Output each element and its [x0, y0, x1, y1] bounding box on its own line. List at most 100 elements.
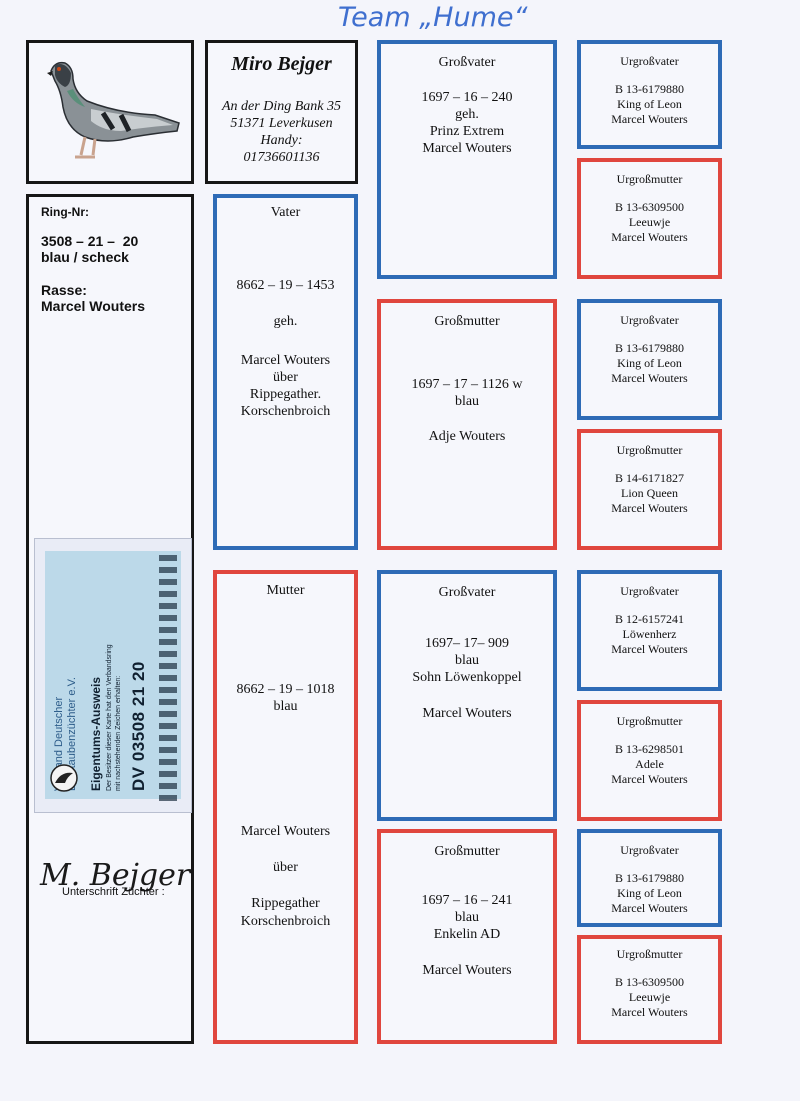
great-ring: B 13-6179880 [615, 341, 684, 355]
grandfather-paternal-title: Großvater [438, 55, 496, 70]
grandfather-maternal-box: Großvater 1697– 17– 909 blau Sohn Löwenk… [377, 570, 557, 821]
great-name: Lion Queen [621, 486, 678, 500]
great-breeder: Marcel Wouters [611, 371, 688, 385]
great-name: King of Leon [617, 886, 682, 900]
signature-label: Unterschrift Züchter : [62, 886, 165, 898]
grandmother-maternal-line: 1697 – 16 – 241 [421, 893, 513, 908]
grandfather-paternal-line: Marcel Wouters [422, 141, 512, 156]
ownership-card: Verband Deutscher Brieftaubenzüchter e.V… [34, 538, 192, 813]
pigeon-color: blau / scheck [41, 249, 129, 265]
great-ring: B 13-6179880 [615, 82, 684, 96]
great-grandfather-box: Urgroßvater B 13-6179880 King of Leon Ma… [577, 40, 722, 149]
grandfather-maternal-title: Großvater [438, 585, 496, 600]
mother-line: Rippegather [251, 896, 320, 911]
ownership-card-face: Verband Deutscher Brieftaubenzüchter e.V… [45, 551, 181, 801]
card-pattern [159, 553, 177, 801]
card-text1: Der Besitzer dieser Karte hat den Verban… [106, 644, 113, 791]
great-breeder: Marcel Wouters [611, 901, 688, 915]
great-name: Löwenherz [622, 627, 677, 641]
breeder-address: An der Ding Bank 35 51371 Leverkusen Han… [208, 98, 355, 166]
grandfather-maternal-line: blau [454, 653, 480, 668]
grandmother-maternal-line: Enkelin AD [433, 927, 501, 942]
great-name: King of Leon [617, 97, 682, 111]
breeder-box: Miro Bejger An der Ding Bank 35 51371 Le… [205, 40, 358, 184]
great-ring: B 13-6298501 [615, 742, 684, 756]
great-grandmother-box: Urgroßmutter B 14-6171827 Lion Queen Mar… [577, 429, 722, 550]
great-title: Urgroßmutter [616, 172, 683, 186]
mother-title: Mutter [266, 583, 305, 598]
grandfather-maternal-line: 1697– 17– 909 [425, 636, 509, 651]
ring-label: Ring-Nr: [41, 205, 89, 219]
father-line: über [273, 370, 298, 385]
great-title: Urgroßvater [620, 313, 679, 327]
grandmother-maternal-line: blau [454, 910, 480, 925]
great-ring: B 12-6157241 [615, 612, 684, 626]
address-street: An der Ding Bank 35 [222, 99, 341, 114]
card-text2: mit nachstehenden Zeichen erhalten: [115, 675, 122, 791]
father-line: Korschenbroich [240, 404, 331, 419]
father-sex: geh. [273, 314, 298, 329]
mother-line: Korschenbroich [240, 914, 331, 929]
great-name: King of Leon [617, 356, 682, 370]
great-title: Urgroßmutter [616, 947, 683, 961]
father-ring: 8662 – 19 – 1453 [236, 278, 335, 293]
great-breeder: Marcel Wouters [611, 230, 688, 244]
great-grandfather-box: Urgroßvater B 12-6157241 Löwenherz Marce… [577, 570, 722, 691]
father-line: Rippegather. [249, 387, 322, 402]
card-number: DV 03508 21 20 [129, 661, 148, 791]
great-grandfather-box: Urgroßvater B 13-6179880 King of Leon Ma… [577, 299, 722, 420]
breeder-name: Miro Bejger [231, 53, 332, 75]
grandfather-maternal-line: Sohn Löwenkoppel [412, 670, 522, 685]
great-title: Urgroßmutter [616, 714, 683, 728]
father-line: Marcel Wouters [240, 353, 331, 368]
team-label: Team „Hume“ [338, 2, 528, 33]
great-name: Leeuwje [628, 990, 671, 1004]
pigeon-icon [47, 61, 180, 159]
grandmother-paternal-line: Adje Wouters [428, 429, 506, 444]
grandfather-maternal-line: Marcel Wouters [422, 706, 512, 721]
great-ring: B 13-6309500 [615, 200, 684, 214]
signature: M. Bejger [40, 858, 191, 893]
great-title: Urgroßvater [620, 54, 679, 68]
card-title: Eigentums-Ausweis [89, 676, 103, 791]
great-breeder: Marcel Wouters [611, 642, 688, 656]
great-title: Urgroßvater [620, 843, 679, 857]
great-grandmother-box: Urgroßmutter B 13-6309500 Leeuwje Marcel… [577, 935, 722, 1044]
breed-label: Rasse: [41, 282, 87, 298]
pigeon-emblem-icon [50, 764, 78, 792]
grandfather-paternal-line: 1697 – 16 – 240 [421, 90, 513, 105]
great-breeder: Marcel Wouters [611, 112, 688, 126]
address-city: 51371 Leverkusen [230, 116, 333, 131]
great-name: Adele [635, 757, 664, 771]
great-ring: B 13-6179880 [615, 871, 684, 885]
ring-number: 3508 – 21 – 20 [41, 233, 139, 249]
grandmother-paternal-title: Großmutter [434, 314, 500, 329]
great-breeder: Marcel Wouters [611, 501, 688, 515]
mother-color: blau [273, 699, 298, 714]
mother-line: Marcel Wouters [240, 824, 331, 839]
mother-line: über [273, 860, 298, 875]
father-title: Vater [270, 205, 301, 220]
grandmother-maternal-line: Marcel Wouters [422, 963, 512, 978]
great-title: Urgroßvater [620, 584, 679, 598]
mother-lines: Marcel Wouters über Rippegather Korschen… [217, 823, 354, 931]
breed-value: Marcel Wouters [41, 298, 145, 314]
great-ring: B 14-6171827 [615, 471, 684, 485]
great-breeder: Marcel Wouters [611, 1005, 688, 1019]
address-phone-label: Handy: [260, 133, 303, 148]
father-box: Vater 8662 – 19 – 1453 geh. Marcel Woute… [213, 194, 358, 550]
grandmother-maternal-box: Großmutter 1697 – 16 – 241 blau Enkelin … [377, 829, 557, 1044]
great-title: Urgroßmutter [616, 443, 683, 457]
mother-box: Mutter 8662 – 19 – 1018 blau Marcel Wout… [213, 570, 358, 1044]
pigeon-photo-box [26, 40, 194, 184]
grandmother-paternal-box: Großmutter 1697 – 17 – 1126 w blau Adje … [377, 299, 557, 550]
great-ring: B 13-6309500 [615, 975, 684, 989]
address-phone: 01736601136 [243, 150, 320, 165]
father-lines: Marcel Wouters über Rippegather. Korsche… [217, 352, 354, 420]
great-breeder: Marcel Wouters [611, 772, 688, 786]
great-grandfather-box: Urgroßvater B 13-6179880 King of Leon Ma… [577, 829, 722, 927]
grandfather-paternal-line: Prinz Extrem [429, 124, 505, 139]
grandmother-paternal-line: 1697 – 17 – 1126 w [411, 377, 523, 392]
mother-ring: 8662 – 19 – 1018 [236, 682, 335, 697]
grandmother-paternal-line: blau [454, 394, 480, 409]
